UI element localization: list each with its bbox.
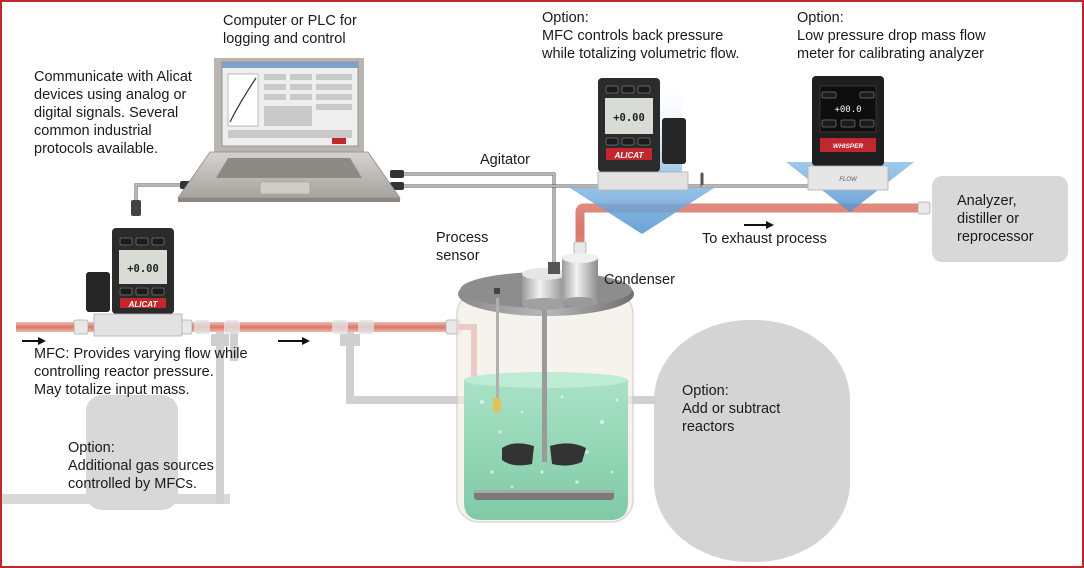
additional-reactor-shape [654,320,850,562]
back-pressure-option-label: Option: MFC controls back pressure while… [542,10,740,62]
meter-brand: WHISPER [833,143,864,150]
exhaust-label: To exhaust process [702,231,827,247]
mfc-brand: ALICAT [128,300,159,309]
agitator-label: Agitator [480,152,530,168]
meter-display-value: +00.0 [834,105,861,115]
analyzer-label: Analyzer, distiller or reprocessor [957,193,1034,245]
low-pressure-option-label: Option: Low pressure drop mass flow mete… [797,10,986,62]
low-pressure-flow-meter [786,76,914,212]
communicate-label: Communicate with Alicat devices using an… [34,69,192,157]
mfc-display-value: +0.00 [127,263,159,275]
main-mfc-device [86,228,183,337]
laptop-computer [177,58,401,202]
mfc-description-label: MFC: Provides varying flow while control… [34,346,248,398]
additional-gas-source-shape [2,395,230,510]
process-sensor-label: Process sensor [436,230,489,264]
back-pressure-mfc-device [570,78,714,234]
computer-label: Computer or PLC for logging and control [223,13,357,47]
gas-sources-option-label: Option: Additional gas sources controlle… [68,440,214,492]
meter-flow-label: FLOW [839,177,858,183]
reactor-vessel [456,253,634,523]
back-pressure-mfc-brand: ALICAT [614,151,645,160]
reactors-option-label: Option: Add or subtract reactors [682,383,781,435]
condenser-label: Condenser [604,272,675,288]
back-pressure-mfc-display: +0.00 [613,112,645,124]
flow-arrows [22,221,774,345]
exhaust-pipe [573,201,931,255]
analyzer-box [932,176,1068,262]
